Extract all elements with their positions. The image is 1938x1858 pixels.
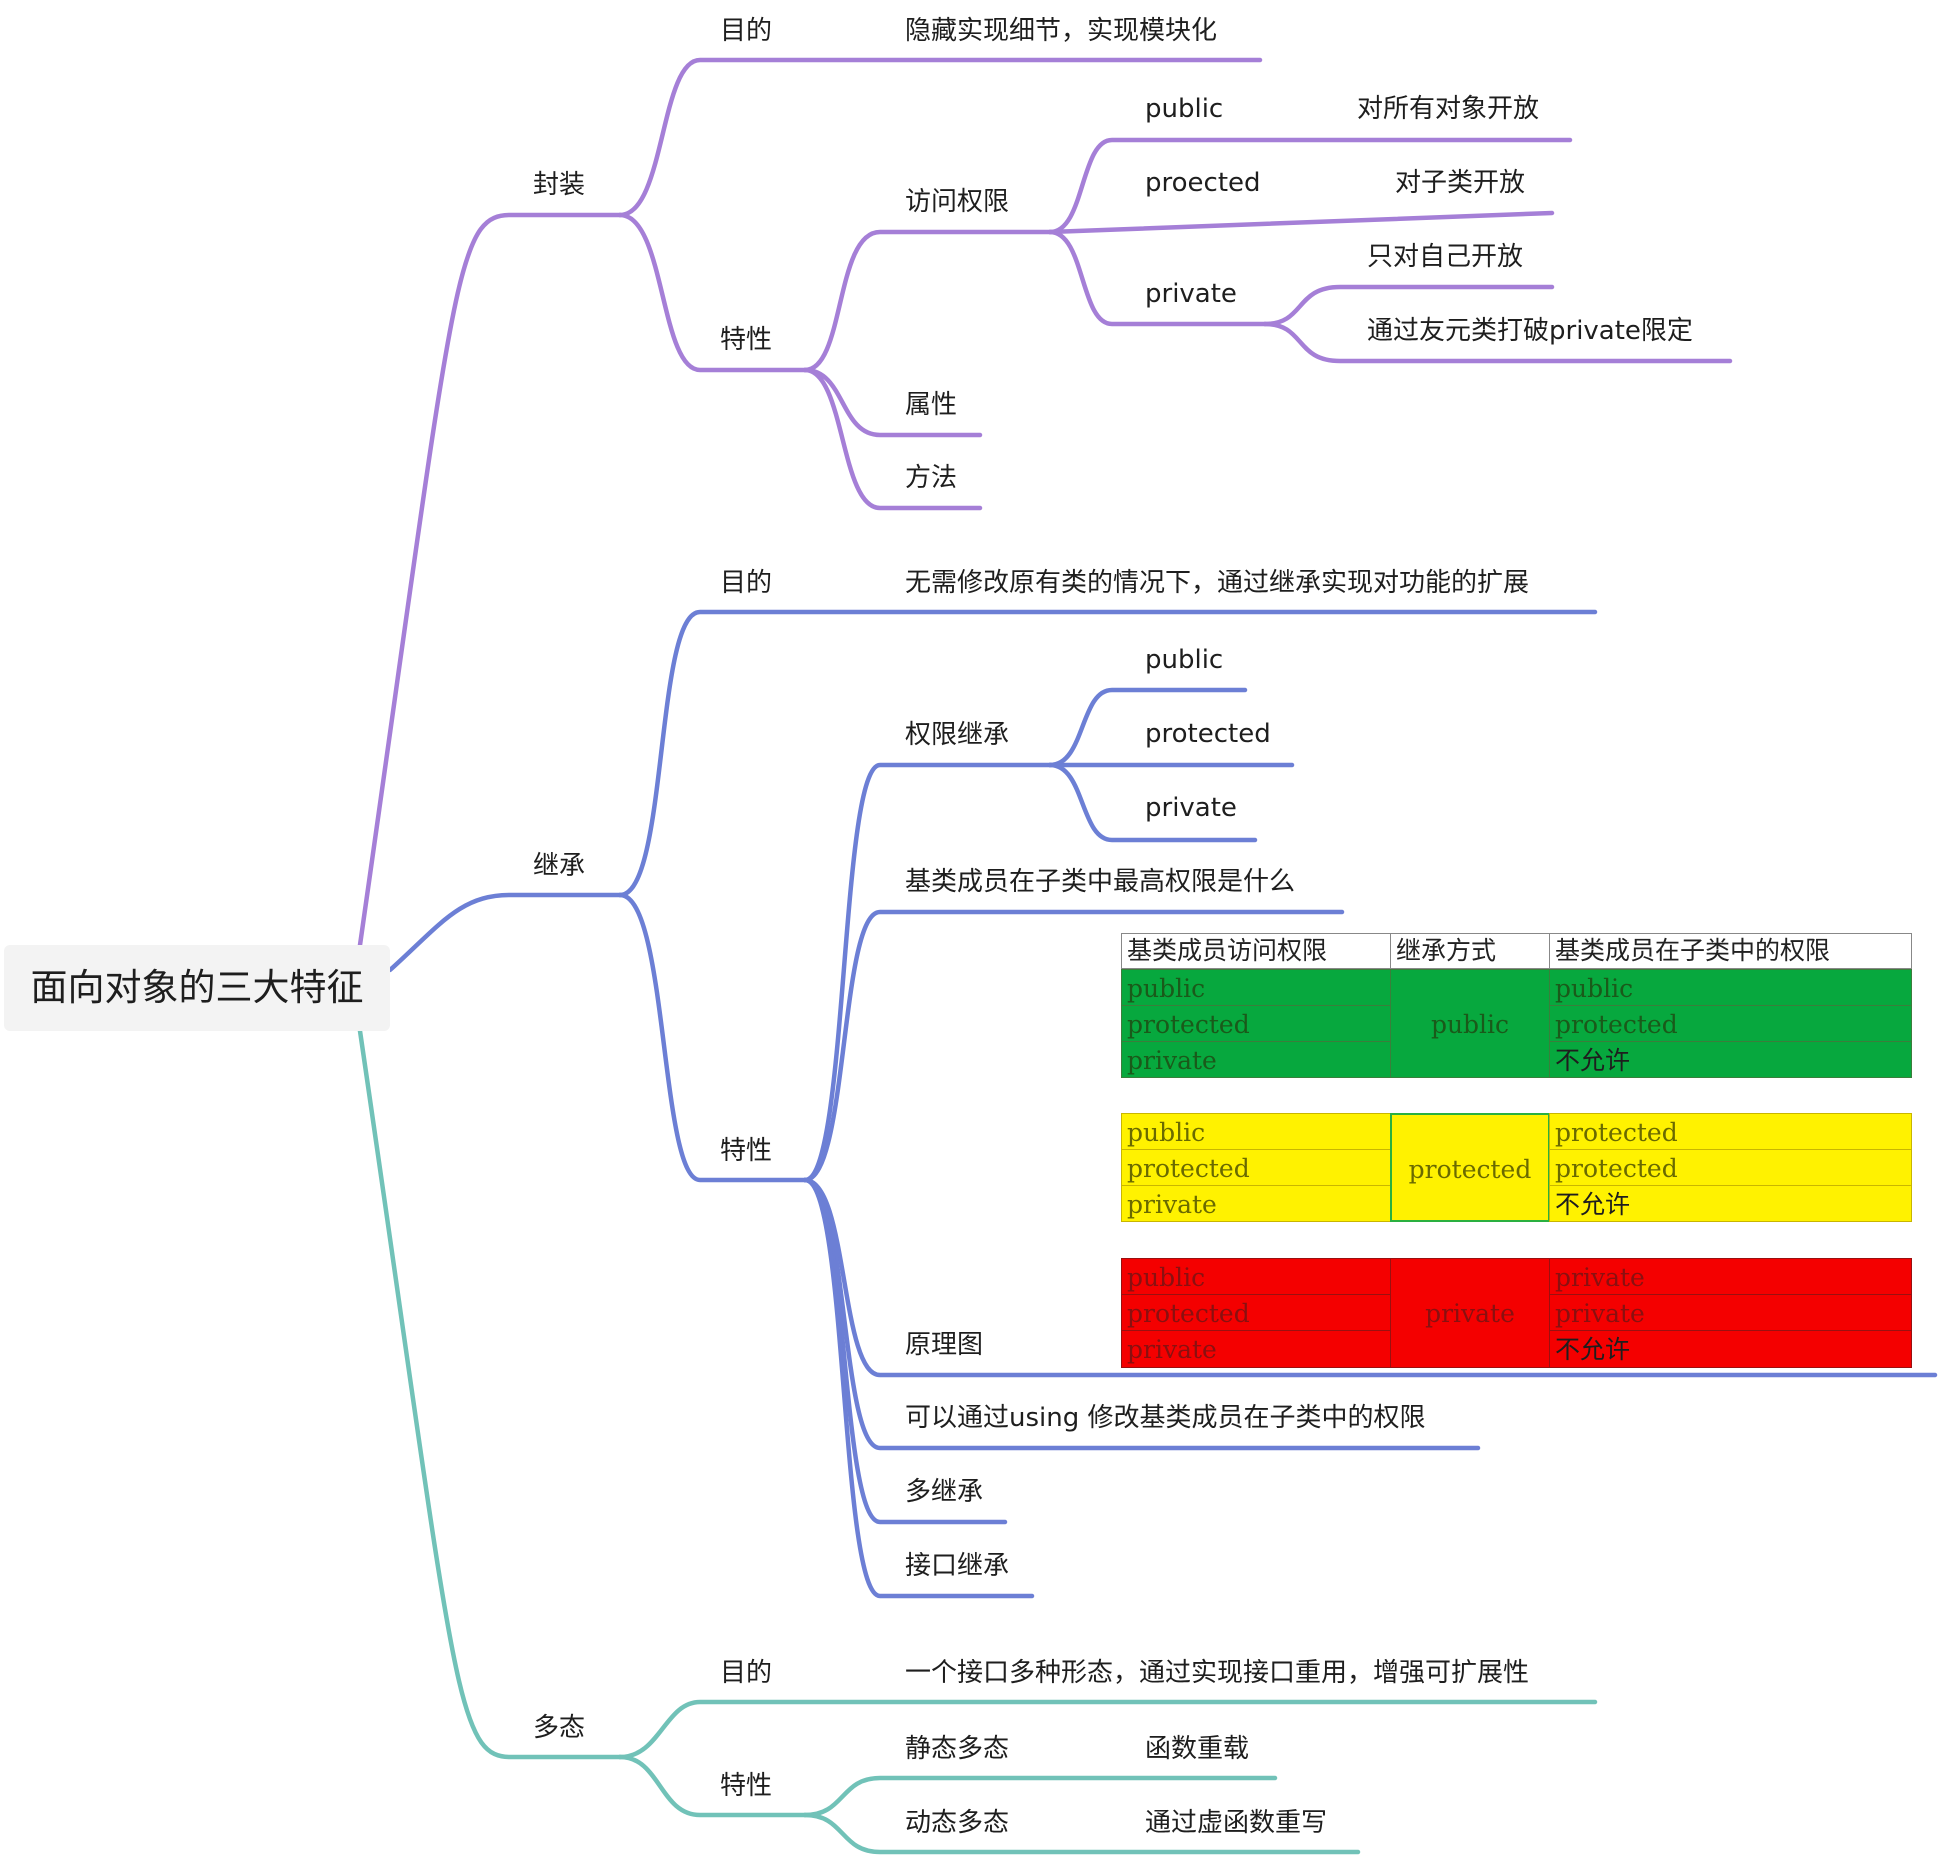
interface-inheritance-label[interactable]: 接口继承 bbox=[905, 1551, 1010, 1581]
principle-diagram-label[interactable]: 原理图 bbox=[905, 1330, 984, 1360]
table-mode-cell: protected bbox=[1390, 1113, 1550, 1222]
access-public-label[interactable]: public bbox=[1145, 94, 1224, 124]
table-row: public bbox=[1121, 969, 1391, 1006]
table-header-base-access: 基类成员访问权限 bbox=[1121, 933, 1391, 969]
topic-encapsulation[interactable]: 封装 bbox=[533, 170, 586, 200]
attributes-label[interactable]: 属性 bbox=[905, 390, 958, 420]
access-private-label[interactable]: private bbox=[1145, 279, 1237, 309]
max-permission-label[interactable]: 基类成员在子类中最高权限是什么 bbox=[905, 867, 1296, 897]
table-row: private bbox=[1549, 1258, 1912, 1295]
perm-inherit-public[interactable]: public bbox=[1145, 645, 1224, 675]
table-row: public bbox=[1121, 1113, 1391, 1150]
access-public-desc[interactable]: 对所有对象开放 bbox=[1357, 94, 1540, 124]
table-row: 不允许 bbox=[1549, 1041, 1912, 1078]
topic-inheritance[interactable]: 继承 bbox=[533, 851, 586, 881]
table-row: public bbox=[1121, 1258, 1391, 1295]
table-header-result: 基类成员在子类中的权限 bbox=[1549, 933, 1912, 969]
table-mode-cell: public bbox=[1390, 969, 1550, 1078]
table-header-mode: 继承方式 bbox=[1390, 933, 1550, 969]
inheritance-branches bbox=[387, 609, 1938, 1599]
encapsulation-features-label[interactable]: 特性 bbox=[720, 325, 773, 355]
dynamic-polymorphism-desc[interactable]: 通过虚函数重写 bbox=[1145, 1808, 1328, 1838]
polymorphism-purpose-label[interactable]: 目的 bbox=[720, 1658, 773, 1688]
table-row: private bbox=[1549, 1294, 1912, 1331]
table-row: protected bbox=[1549, 1005, 1912, 1042]
polymorphism-purpose-text[interactable]: 一个接口多种形态，通过实现接口重用，增强可扩展性 bbox=[905, 1658, 1530, 1688]
access-private-desc1[interactable]: 只对自己开放 bbox=[1367, 242, 1524, 272]
methods-label[interactable]: 方法 bbox=[905, 463, 958, 493]
table-row: protected bbox=[1121, 1005, 1391, 1042]
table-row: private bbox=[1121, 1185, 1391, 1222]
table-row: private bbox=[1121, 1330, 1391, 1368]
encapsulation-purpose-label[interactable]: 目的 bbox=[720, 16, 773, 46]
inheritance-features-label[interactable]: 特性 bbox=[720, 1136, 773, 1166]
dynamic-polymorphism-label[interactable]: 动态多态 bbox=[905, 1808, 1010, 1838]
table-row: protected bbox=[1549, 1149, 1912, 1186]
table-row: protected bbox=[1549, 1113, 1912, 1150]
multiple-inheritance-label[interactable]: 多继承 bbox=[905, 1477, 984, 1507]
polymorphism-features-label[interactable]: 特性 bbox=[720, 1771, 773, 1801]
static-polymorphism-desc[interactable]: 函数重载 bbox=[1145, 1734, 1250, 1764]
perm-inherit-label[interactable]: 权限继承 bbox=[905, 720, 1010, 750]
polymorphism-branches bbox=[357, 1028, 1598, 1855]
inheritance-purpose-label[interactable]: 目的 bbox=[720, 568, 773, 598]
using-label[interactable]: 可以通过using 修改基类成员在子类中的权限 bbox=[905, 1403, 1426, 1433]
topic-polymorphism[interactable]: 多态 bbox=[533, 1713, 586, 1743]
table-row: protected bbox=[1121, 1294, 1391, 1331]
perm-inherit-protected[interactable]: protected bbox=[1145, 719, 1271, 749]
table-row: 不允许 bbox=[1549, 1330, 1912, 1368]
table-row: private bbox=[1121, 1041, 1391, 1078]
encapsulation-branches bbox=[357, 57, 1733, 948]
static-polymorphism-label[interactable]: 静态多态 bbox=[905, 1734, 1010, 1764]
permission-table: 基类成员访问权限 继承方式 基类成员在子类中的权限 public protect… bbox=[1121, 933, 1912, 1368]
perm-inherit-private[interactable]: private bbox=[1145, 793, 1237, 823]
access-protected-label[interactable]: proected bbox=[1145, 168, 1261, 198]
root-topic[interactable]: 面向对象的三大特征 bbox=[4, 945, 390, 1031]
table-row: protected bbox=[1121, 1149, 1391, 1186]
access-private-desc2[interactable]: 通过友元类打破private限定 bbox=[1367, 316, 1693, 346]
table-row: public bbox=[1549, 969, 1912, 1006]
encapsulation-purpose-text[interactable]: 隐藏实现细节，实现模块化 bbox=[905, 16, 1218, 46]
access-protected-desc[interactable]: 对子类开放 bbox=[1395, 168, 1526, 198]
inheritance-purpose-text[interactable]: 无需修改原有类的情况下，通过继承实现对功能的扩展 bbox=[905, 568, 1530, 598]
table-row: 不允许 bbox=[1549, 1185, 1912, 1222]
table-mode-cell: private bbox=[1390, 1258, 1550, 1368]
access-rights-label[interactable]: 访问权限 bbox=[905, 187, 1010, 217]
